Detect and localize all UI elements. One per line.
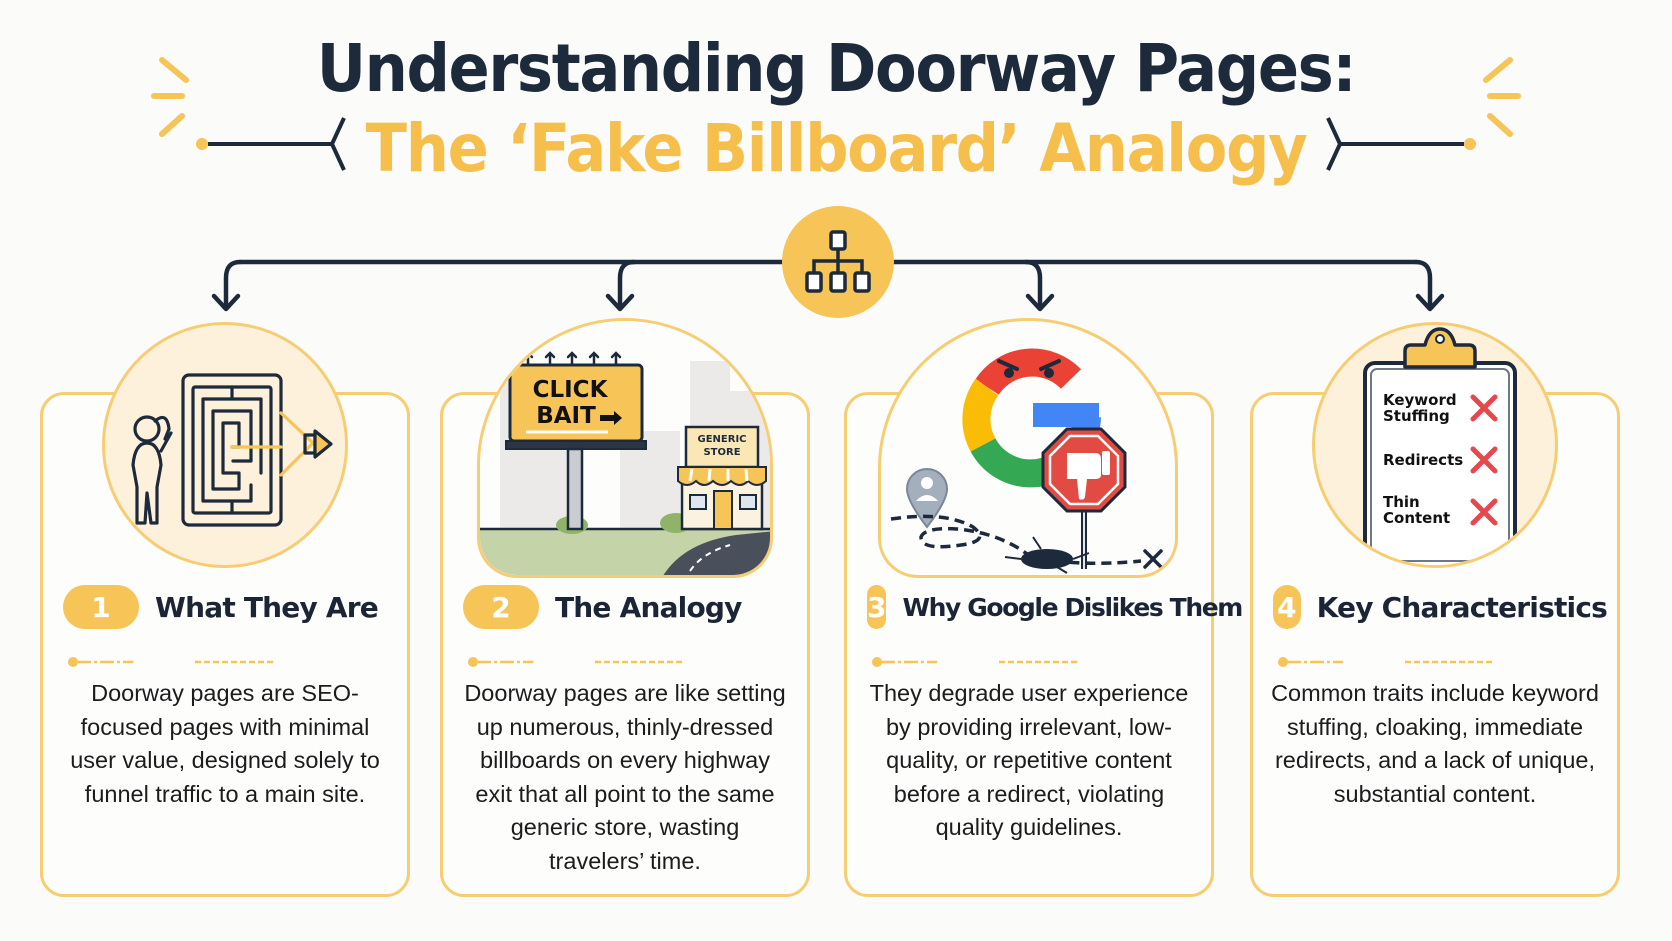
- dotted-divider: [468, 657, 683, 667]
- checklist-item-2-line1: Redirects: [1383, 451, 1463, 469]
- step-number-badge: 2: [463, 585, 539, 629]
- dotted-divider: [872, 657, 1077, 667]
- card-description: They degrade user experience by providin…: [869, 680, 1189, 840]
- step-number-badge: 4: [1273, 585, 1301, 629]
- confused-person-maze-icon: [131, 373, 333, 527]
- cross-mark-icons: [1470, 394, 1498, 526]
- billboard-text-line1: CLICK: [533, 377, 609, 403]
- checklist-item-3-line1: Thin: [1383, 493, 1420, 511]
- illustration-bubble: CLICK BAIT GENERIC STORE: [477, 318, 773, 578]
- step-number-badge: 1: [63, 585, 139, 629]
- illustration-bubble: [102, 322, 348, 568]
- store-sign-line1: GENERIC: [698, 434, 747, 445]
- checklist-item-1-line2: Stuffing: [1383, 407, 1450, 425]
- left-sparkle-decoration: [148, 52, 358, 172]
- clipboard-checklist-icon: Keyword Stuffing Redirects Thin Content: [1363, 327, 1517, 565]
- angry-google-stop-sign-icon: [890, 348, 1163, 574]
- card-title: Why Google Dislikes Them: [902, 592, 1243, 622]
- card-key-characteristics: 4 Key Characteristics Common traits incl…: [1250, 392, 1620, 897]
- card-description: Doorway pages are SEO-focused pages with…: [70, 680, 380, 807]
- dotted-divider: [1278, 657, 1493, 667]
- checklist-item-3-line2: Content: [1383, 509, 1450, 527]
- page-title: Understanding Doorway Pages:: [316, 30, 1357, 107]
- checklist-item-1-line1: Keyword: [1383, 391, 1457, 409]
- illustration-bubble: Keyword Stuffing Redirects Thin Content: [1312, 322, 1558, 568]
- sitemap-hierarchy-icon: [805, 230, 871, 293]
- hub-circle: [782, 206, 894, 318]
- store-sign-line2: STORE: [703, 447, 740, 458]
- card-title: The Analogy: [555, 590, 742, 624]
- page-subtitle: The ‘Fake Billboard’ Analogy: [365, 110, 1308, 187]
- dotted-divider: [68, 657, 273, 667]
- card-title: Key Characteristics: [1316, 590, 1608, 624]
- right-sparkle-decoration: [1314, 52, 1524, 172]
- card-title: What They Are: [155, 590, 379, 624]
- illustration-bubble: [878, 318, 1178, 578]
- step-number-badge: 3: [867, 585, 887, 629]
- billboard-text-line2: BAIT: [536, 403, 596, 429]
- clickbait-billboard-scene: CLICK BAIT GENERIC STORE: [480, 321, 770, 575]
- card-description: Common traits include keyword stuffing, …: [1271, 680, 1599, 807]
- card-description: Doorway pages are like setting up numero…: [464, 680, 786, 874]
